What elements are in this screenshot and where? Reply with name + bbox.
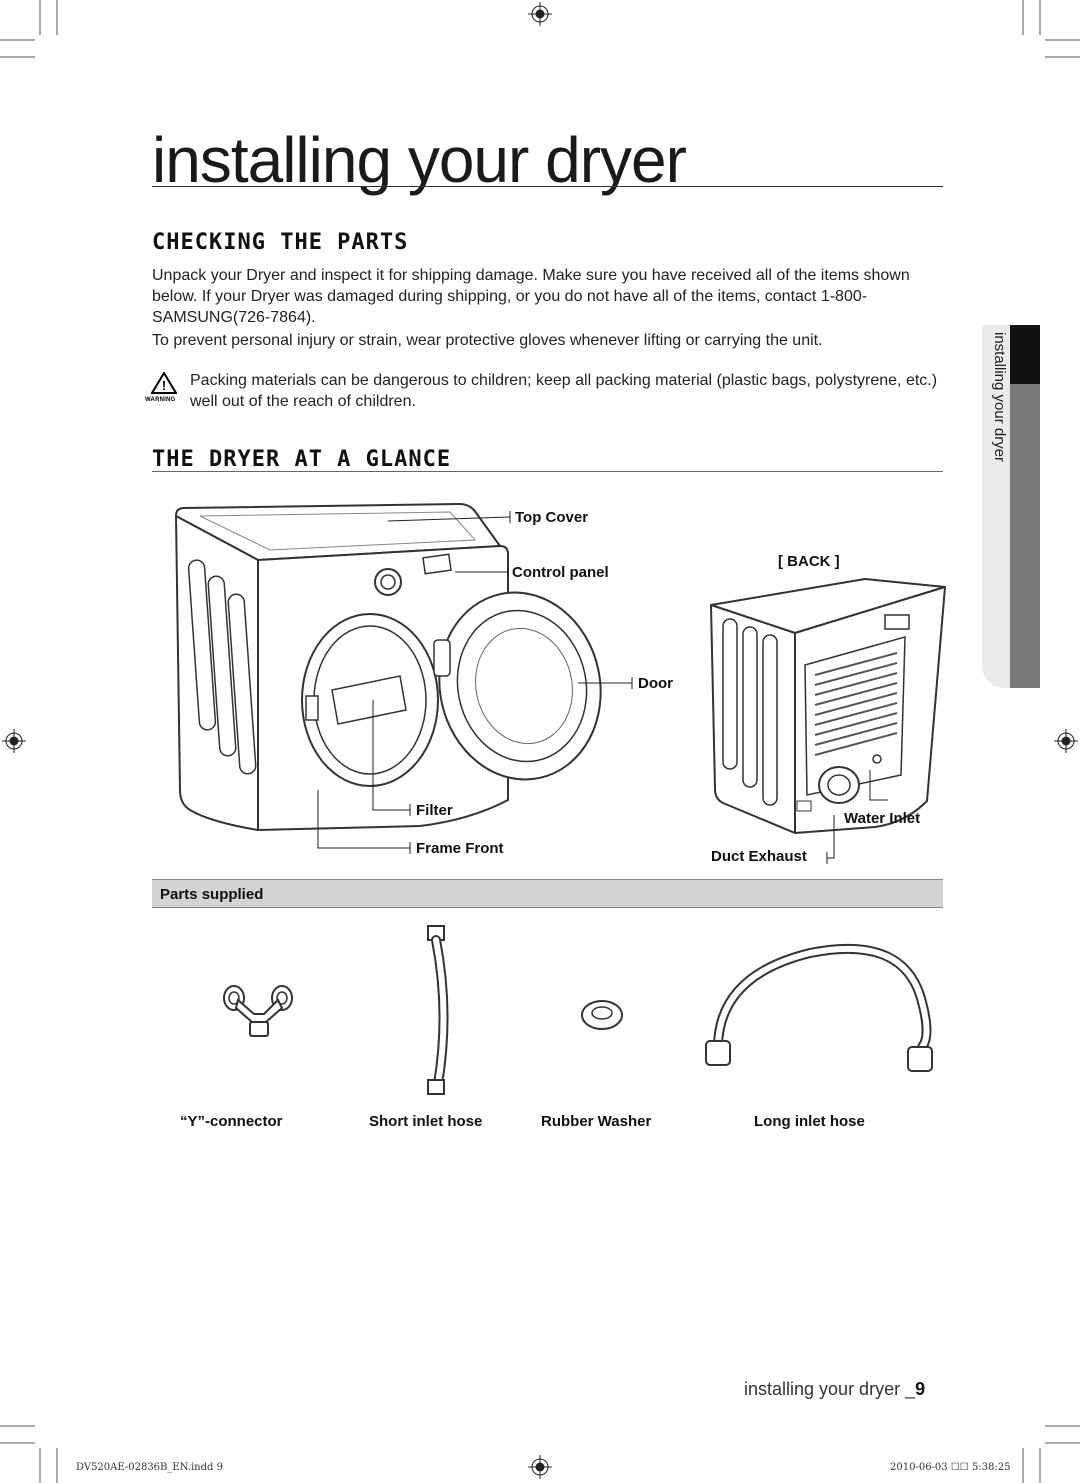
side-tab-marker (1008, 325, 1040, 384)
section-rule (152, 471, 943, 472)
file-info: DV520AE-02836B_EN.indd 9 (76, 1462, 223, 1473)
warning-triangle-icon: ! (151, 372, 177, 394)
date-info: 2010-06-03 ☐☐ 5:38:25 (890, 1462, 1011, 1473)
side-tab-label: installing your dryer (991, 332, 1008, 463)
section-heading-dryer-at-a-glance: THE DRYER AT A GLANCE (152, 447, 452, 472)
parts-supplied-header: Parts supplied (152, 879, 943, 908)
callout-door: Door (638, 675, 673, 692)
washer-icon (581, 1000, 623, 1030)
registration-mark-left (2, 729, 26, 753)
callout-top-cover: Top Cover (515, 509, 589, 526)
callout-duct-exhaust: Duct Exhaust (711, 848, 807, 865)
running-footer: installing your dryer _9 (744, 1379, 925, 1400)
part-label-y-connector: “Y”-connector (180, 1113, 283, 1130)
part-label-rubber-washer: Rubber Washer (541, 1113, 652, 1130)
page-number: 9 (915, 1379, 926, 1399)
safety-paragraph: To prevent personal injury or strain, we… (152, 332, 823, 349)
registration-mark-top (528, 2, 552, 26)
page-title: installing your dryer (152, 124, 687, 196)
long-hose-icon (705, 943, 933, 1072)
part-label-short-inlet-hose: Short inlet hose (369, 1113, 483, 1130)
side-tab-background (1008, 325, 1040, 688)
callout-control-panel: Control panel (512, 564, 609, 581)
running-footer-title: installing your dryer _ (744, 1379, 916, 1399)
callout-water-inlet: Water Inlet (844, 810, 921, 827)
part-label-long-inlet-hose: Long inlet hose (754, 1113, 865, 1130)
intro-paragraph: Unpack your Dryer and inspect it for shi… (152, 267, 910, 326)
warning-label: WARNING (145, 397, 176, 403)
y-connector-icon (223, 985, 293, 1037)
warning-text: Packing materials can be dangerous to ch… (190, 372, 938, 410)
svg-text:!: ! (162, 378, 166, 393)
section-heading-checking-parts: CHECKING THE PARTS (152, 230, 409, 255)
parts-supplied-title: Parts supplied (160, 886, 264, 903)
short-hose-icon (427, 925, 449, 1095)
side-tab (982, 325, 1010, 688)
back-view-label: [ BACK ] (778, 553, 840, 570)
dryer-back-illustration (710, 578, 946, 834)
title-rule (152, 186, 943, 187)
registration-mark-bottom (528, 1455, 552, 1479)
dryer-front-illustration (175, 503, 602, 831)
registration-mark-right (1054, 729, 1078, 753)
callout-frame-front: Frame Front (416, 840, 504, 857)
callout-filter: Filter (416, 802, 453, 819)
